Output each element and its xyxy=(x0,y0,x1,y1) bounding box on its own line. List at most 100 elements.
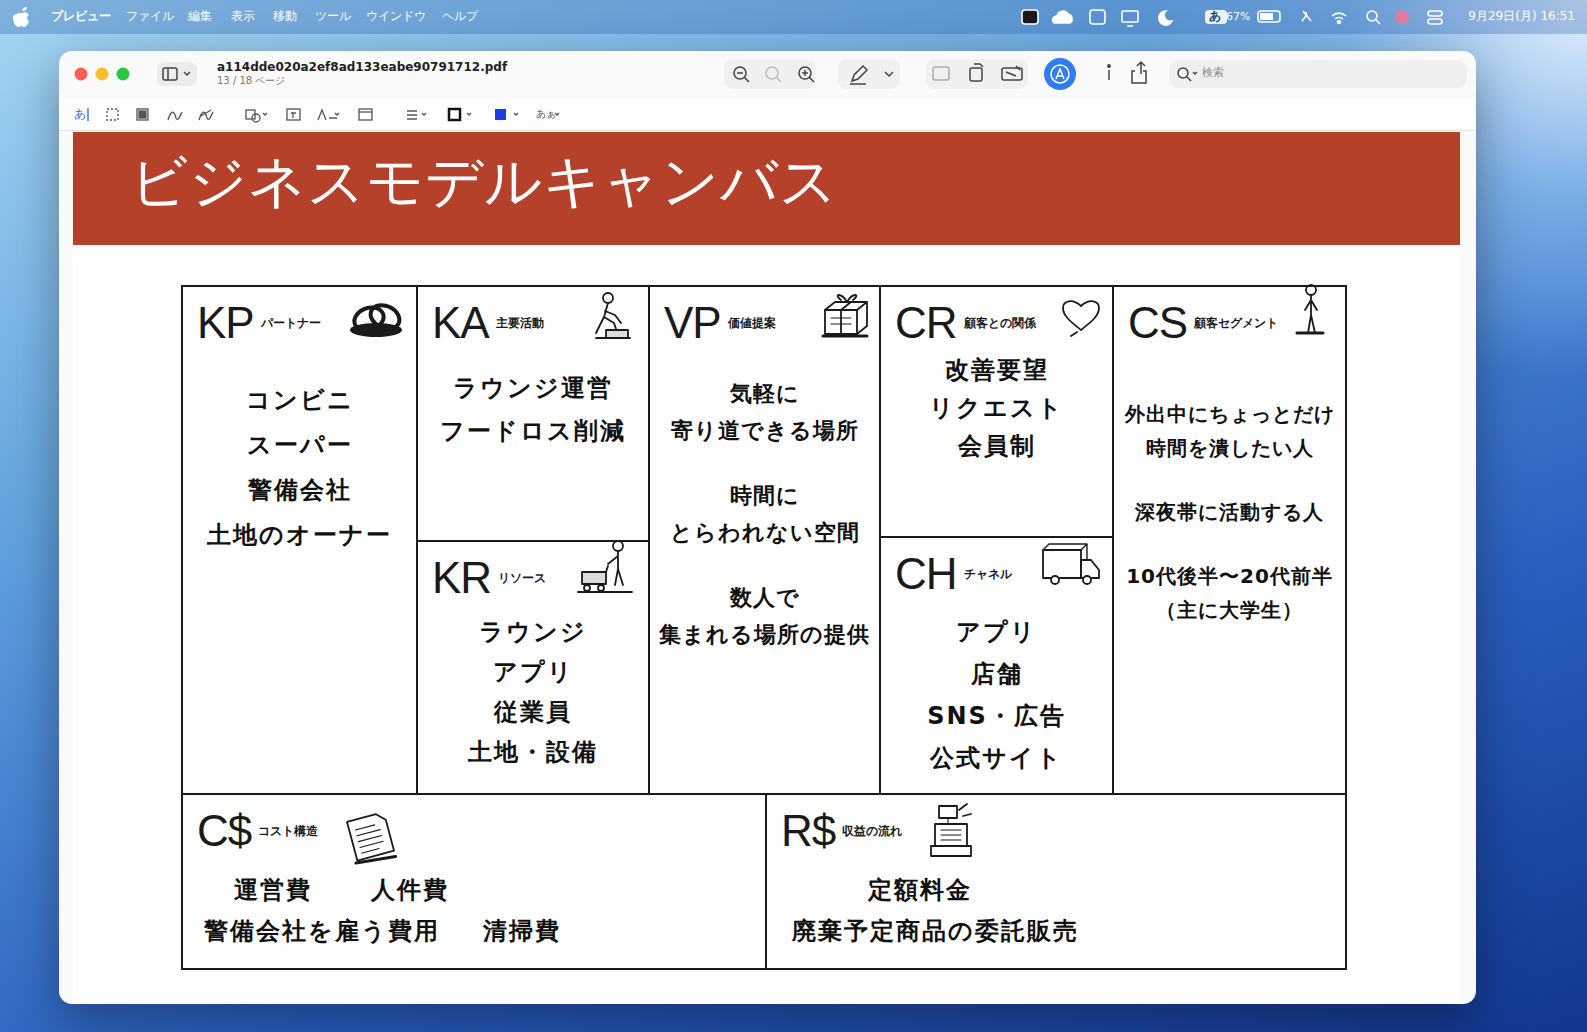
menu-item: 9月29日(月) 16:51 xyxy=(1468,9,1575,23)
text-line: 深夜帯に活動する人 xyxy=(1135,495,1324,529)
block-code: R$ xyxy=(781,809,835,853)
canvas-cell: KR リソースラウンジアプリ従業員土地・設備 xyxy=(416,540,650,795)
toolbar-label: あ xyxy=(74,107,86,121)
block-name: コスト構造 xyxy=(258,823,318,840)
text-line: （主に大学生） xyxy=(1126,593,1333,627)
canvas-cell: CS顧客セグメント外出中にちょっとだけ 時間を潰したい人深夜帯に活動する人10代… xyxy=(1112,285,1347,795)
cell-header: CS 顧客セグメント xyxy=(1128,301,1278,345)
canvas-cell: CR 顧客との関係改善要望リクエスト会員制 xyxy=(879,285,1114,538)
cell-item: 警備会社を雇う費用 xyxy=(204,916,440,947)
text-line: 警備会社を雇う費用 xyxy=(204,916,440,947)
block-code: CS xyxy=(1128,301,1187,345)
block-name: 価値提案 xyxy=(728,315,776,332)
text-line: とらわれない空間 xyxy=(670,514,860,551)
cell-item: 公式サイト xyxy=(930,743,1063,774)
text-line: 10代後半〜20代前半 xyxy=(1126,559,1333,593)
cell-header: KP パートナー xyxy=(197,301,321,345)
text-line: 気軽に xyxy=(671,375,859,412)
cell-header: KR リソース xyxy=(432,556,546,600)
cell-item: リクエスト xyxy=(929,393,1064,424)
cell-item: アプリ xyxy=(493,657,574,688)
cell-header: VP価値提案 xyxy=(664,301,776,345)
cell-item: 廃棄予定商品の委託販売 xyxy=(792,916,1079,947)
text-line: 改善要望 xyxy=(945,355,1049,386)
menu-item: 編集 xyxy=(188,9,212,23)
canvas-cell: C$ コスト構造運営費 人件費警備会社を雇う費用 清掃費 xyxy=(181,793,767,970)
cell-item: 土地のオーナー xyxy=(207,520,392,551)
menu-item: ファイル xyxy=(126,9,174,23)
cell-body: 外出中にちょっとだけ 時間を潰したい人深夜帯に活動する人10代後半〜20代前半 … xyxy=(1114,397,1345,627)
cell-body: ラウンジアプリ従業員土地・設備 xyxy=(418,617,648,768)
cell-header: C$ コスト構造 xyxy=(197,809,318,853)
menu-item: プレビュー xyxy=(51,9,111,23)
block-name: 顧客との関係 xyxy=(964,315,1036,332)
markup-toolbar xyxy=(59,99,1476,131)
text-line: アプリ xyxy=(493,657,574,688)
text-line: 警備会社 xyxy=(248,475,352,506)
text-line: 土地のオーナー xyxy=(207,520,392,551)
cell-item: 数人で 集まれる場所の提供 xyxy=(659,579,870,653)
menu-item: ツール xyxy=(315,9,351,23)
text-line: 外出中にちょっとだけ xyxy=(1125,397,1335,431)
cell-item: 従業員 xyxy=(494,697,572,728)
cell-item: 警備会社 xyxy=(248,475,352,506)
text-line: 集まれる場所の提供 xyxy=(659,616,870,653)
cell-item: 改善要望 xyxy=(945,355,1049,386)
cell-item: SNS・広告 xyxy=(927,701,1066,732)
cell-item: フードロス削減 xyxy=(440,416,626,447)
text-line: ラウンジ運営 xyxy=(453,373,613,404)
cell-item: 定額料金 xyxy=(868,875,972,906)
cell-body: コンビニスーパー警備会社土地のオーナー xyxy=(183,385,416,551)
text-line: 土地・設備 xyxy=(468,737,598,768)
cell-header: R$収益の流れ xyxy=(781,809,902,853)
block-name: 顧客セグメント xyxy=(1194,315,1278,332)
block-name: リソース xyxy=(498,570,546,587)
cell-item: 店舗 xyxy=(971,659,1023,690)
text-line: 時間に xyxy=(670,477,860,514)
menu-item: あ xyxy=(1209,9,1221,23)
menu-item: 67% xyxy=(1226,10,1250,23)
text-line: 寄り道できる場所 xyxy=(671,412,859,449)
toolbar-label: 13 / 18 ページ xyxy=(217,75,285,87)
cell-item: 土地・設備 xyxy=(468,737,598,768)
cell-item: 時間に とらわれない空間 xyxy=(670,477,860,551)
canvas-cell: VP価値提案気軽に 寄り道できる場所時間に とらわれない空間数人で 集まれる場所… xyxy=(648,285,881,795)
text-line: 店舗 xyxy=(971,659,1023,690)
toolbar-label: 検索 xyxy=(1202,66,1224,79)
menu-item: 表示 xyxy=(231,9,255,23)
text-line: ラウンジ xyxy=(479,617,587,648)
text-line: 従業員 xyxy=(494,697,572,728)
cell-item: 10代後半〜20代前半 （主に大学生） xyxy=(1126,559,1333,627)
cell-body: アプリ店舗 SNS・広告公式サイト xyxy=(881,617,1112,774)
block-code: KP xyxy=(197,301,254,345)
slide-title: ビジネスモデルキャンバス xyxy=(130,150,838,213)
cell-item: ラウンジ運営 xyxy=(453,373,613,404)
cell-item: 運営費 xyxy=(234,875,312,906)
block-name: パートナー xyxy=(261,315,321,332)
cell-body: 定額料金廃棄予定商品の委託販売 xyxy=(767,795,1345,968)
cell-item: ラウンジ xyxy=(479,617,587,648)
canvas-cell: R$収益の流れ定額料金廃棄予定商品の委託販売 xyxy=(765,793,1347,970)
text-line: リクエスト xyxy=(929,393,1064,424)
text-line: 定額料金 xyxy=(868,875,972,906)
cell-body: 運営費 人件費警備会社を雇う費用 清掃費 xyxy=(183,795,765,968)
text-line: 時間を潰したい人 xyxy=(1125,431,1335,465)
text-line: 数人で xyxy=(659,579,870,616)
text-line: SNS・広告 xyxy=(927,701,1066,732)
cell-item: アプリ xyxy=(956,617,1037,648)
cell-body: 気軽に 寄り道できる場所時間に とらわれない空間数人で 集まれる場所の提供 xyxy=(650,375,879,653)
text-line: 会員制 xyxy=(958,431,1036,462)
canvas-cell: KPパートナーコンビニスーパー警備会社土地のオーナー xyxy=(181,285,418,795)
block-code: C$ xyxy=(197,809,251,853)
block-code: KR xyxy=(432,556,491,600)
text-line: スーパー xyxy=(247,430,353,461)
cell-item: 清掃費 xyxy=(483,916,561,947)
toolbar-label: あぁ xyxy=(536,108,556,120)
text-line: フードロス削減 xyxy=(440,416,626,447)
cell-item: スーパー xyxy=(247,430,353,461)
block-code: CR xyxy=(895,301,957,345)
canvas-cell: KA主要活動ラウンジ運営フードロス削減 xyxy=(416,285,650,542)
cell-item: 外出中にちょっとだけ 時間を潰したい人 xyxy=(1125,397,1335,465)
text-line: 人件費 xyxy=(371,875,449,906)
menu-item: 移動 xyxy=(273,9,297,23)
